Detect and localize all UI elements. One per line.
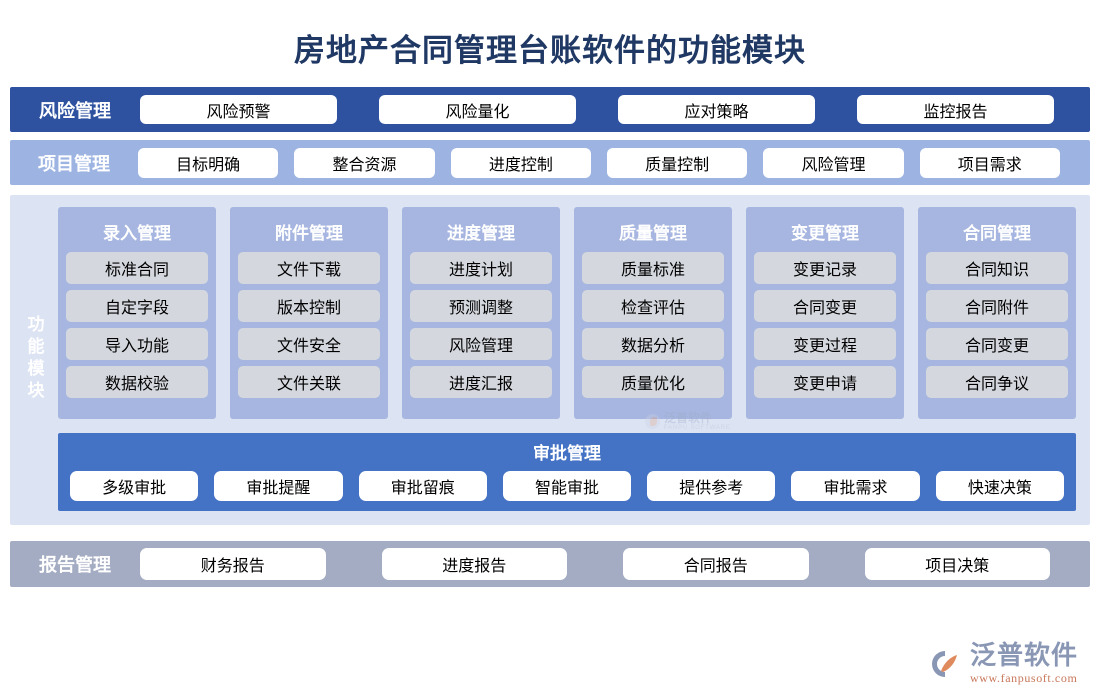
project-item-demand[interactable]: 项目需求: [919, 147, 1060, 178]
module-item[interactable]: 变更申请: [754, 366, 896, 399]
report-management-items: 财务报告 进度报告 合同报告 项目决策: [140, 548, 1090, 581]
module-item[interactable]: 文件下载: [238, 252, 380, 285]
module-item[interactable]: 数据校验: [66, 366, 208, 399]
functional-module-body: 录入管理 标准合同 自定字段 导入功能 数据校验 附件管理 文件下载 版本控制 …: [58, 207, 1076, 512]
page-title: 房地产合同管理台账软件的功能模块: [294, 33, 806, 68]
module-item[interactable]: 预测调整: [410, 290, 552, 323]
functional-module-side-label-text: 功能模块: [24, 315, 44, 404]
report-item-financial[interactable]: 财务报告: [140, 548, 326, 581]
project-item-resource[interactable]: 整合资源: [294, 147, 435, 178]
approval-management-title: 审批管理: [533, 444, 601, 464]
fanpu-brand-mark-icon: [928, 647, 962, 681]
module-column-change: 变更管理 变更记录 合同变更 变更过程 变更申请: [746, 207, 904, 420]
approval-item-reminder[interactable]: 审批提醒: [214, 471, 343, 502]
module-item[interactable]: 进度汇报: [410, 366, 552, 399]
module-column-items: 文件下载 版本控制 文件安全 文件关联: [238, 252, 380, 409]
risk-management-label: 风险管理: [39, 100, 111, 121]
module-column-quality: 质量管理 质量标准 检查评估 数据分析 质量优化: [574, 207, 732, 420]
risk-item-warning[interactable]: 风险预警: [140, 95, 337, 125]
module-item[interactable]: 合同知识: [926, 252, 1068, 285]
report-item-progress[interactable]: 进度报告: [381, 548, 567, 581]
module-column-title: 进度管理: [447, 224, 515, 244]
module-column-attachment: 附件管理 文件下载 版本控制 文件安全 文件关联: [230, 207, 388, 420]
module-column-title: 质量管理: [619, 224, 687, 244]
module-item[interactable]: 合同附件: [926, 290, 1068, 323]
module-column-progress: 进度管理 进度计划 预测调整 风险管理 进度汇报: [402, 207, 560, 420]
module-column-title: 录入管理: [103, 224, 171, 244]
module-item[interactable]: 检查评估: [582, 290, 724, 323]
module-item[interactable]: 变更记录: [754, 252, 896, 285]
risk-management-items: 风险预警 风险量化 应对策略 监控报告: [140, 95, 1090, 125]
module-item[interactable]: 版本控制: [238, 290, 380, 323]
risk-management-bar: 风险管理 风险预警 风险量化 应对策略 监控报告: [10, 87, 1090, 133]
project-item-quality[interactable]: 质量控制: [606, 147, 748, 178]
module-column-items: 标准合同 自定字段 导入功能 数据校验: [66, 252, 208, 409]
functional-module-panel: 功能模块 录入管理 标准合同 自定字段 导入功能 数据校验 附件管理 文件下载 …: [10, 195, 1090, 526]
module-item[interactable]: 导入功能: [66, 328, 208, 361]
approval-item-reference[interactable]: 提供参考: [647, 471, 776, 502]
module-item[interactable]: 数据分析: [582, 328, 724, 361]
module-column-title: 变更管理: [791, 224, 859, 244]
module-column-entry: 录入管理 标准合同 自定字段 导入功能 数据校验: [58, 207, 216, 420]
module-column-items: 合同知识 合同附件 合同变更 合同争议: [926, 252, 1068, 409]
approval-item-demand[interactable]: 审批需求: [791, 471, 920, 502]
module-column-title: 附件管理: [275, 224, 343, 244]
approval-item-fast-decision[interactable]: 快速决策: [935, 471, 1064, 502]
module-item[interactable]: 进度计划: [410, 252, 552, 285]
module-column-contract: 合同管理 合同知识 合同附件 合同变更 合同争议: [918, 207, 1076, 420]
project-item-goal[interactable]: 目标明确: [138, 147, 279, 178]
risk-item-quantify[interactable]: 风险量化: [379, 95, 576, 125]
approval-management-strip: 审批管理 多级审批 审批提醒 审批留痕 智能审批 提供参考 审批需求 快速决策: [58, 433, 1076, 512]
module-item[interactable]: 自定字段: [66, 290, 208, 323]
footer-logo-texts: 泛普软件 www.fanpusoft.com: [970, 642, 1078, 686]
module-item[interactable]: 合同变更: [754, 290, 896, 323]
module-column-title: 合同管理: [963, 224, 1031, 244]
module-item[interactable]: 合同变更: [926, 328, 1068, 361]
module-item[interactable]: 质量优化: [582, 366, 724, 399]
approval-management-items: 多级审批 审批提醒 审批留痕 智能审批 提供参考 审批需求 快速决策: [70, 471, 1064, 502]
module-item[interactable]: 变更过程: [754, 328, 896, 361]
risk-item-strategy[interactable]: 应对策略: [618, 95, 815, 125]
module-item[interactable]: 风险管理: [410, 328, 552, 361]
approval-item-multilevel[interactable]: 多级审批: [70, 471, 199, 502]
risk-item-monitor-report[interactable]: 监控报告: [857, 95, 1054, 125]
project-item-risk[interactable]: 风险管理: [763, 147, 904, 178]
footer-logo-name: 泛普软件: [969, 640, 1078, 670]
module-item[interactable]: 合同争议: [926, 366, 1068, 399]
report-management-bar: 报告管理 财务报告 进度报告 合同报告 项目决策: [10, 541, 1090, 588]
functional-module-side-label: 功能模块: [10, 207, 58, 511]
module-column-items: 变更记录 合同变更 变更过程 变更申请: [754, 252, 896, 409]
approval-item-smart[interactable]: 智能审批: [502, 471, 632, 502]
module-column-items: 进度计划 预测调整 风险管理 进度汇报: [410, 252, 552, 409]
project-management-label: 项目管理: [38, 153, 110, 174]
functional-module-columns: 录入管理 标准合同 自定字段 导入功能 数据校验 附件管理 文件下载 版本控制 …: [58, 207, 1076, 420]
report-management-label: 报告管理: [39, 555, 111, 576]
approval-item-trace[interactable]: 审批留痕: [358, 471, 487, 502]
footer-logo: 泛普软件 www.fanpusoft.com: [928, 642, 1078, 686]
report-item-contract[interactable]: 合同报告: [623, 548, 809, 581]
project-management-bar: 项目管理 目标明确 整合资源 进度控制 质量控制 风险管理 项目需求: [10, 140, 1090, 186]
module-item[interactable]: 文件安全: [238, 328, 380, 361]
module-item[interactable]: 质量标准: [582, 252, 724, 285]
footer-logo-url: www.fanpusoft.com: [969, 671, 1078, 685]
module-column-items: 质量标准 检查评估 数据分析 质量优化: [582, 252, 724, 409]
module-item[interactable]: 文件关联: [238, 366, 380, 399]
report-item-decision[interactable]: 项目决策: [864, 548, 1050, 581]
project-item-schedule[interactable]: 进度控制: [450, 147, 591, 178]
project-management-items: 目标明确 整合资源 进度控制 质量控制 风险管理 项目需求: [138, 147, 1090, 178]
module-item[interactable]: 标准合同: [66, 252, 208, 285]
